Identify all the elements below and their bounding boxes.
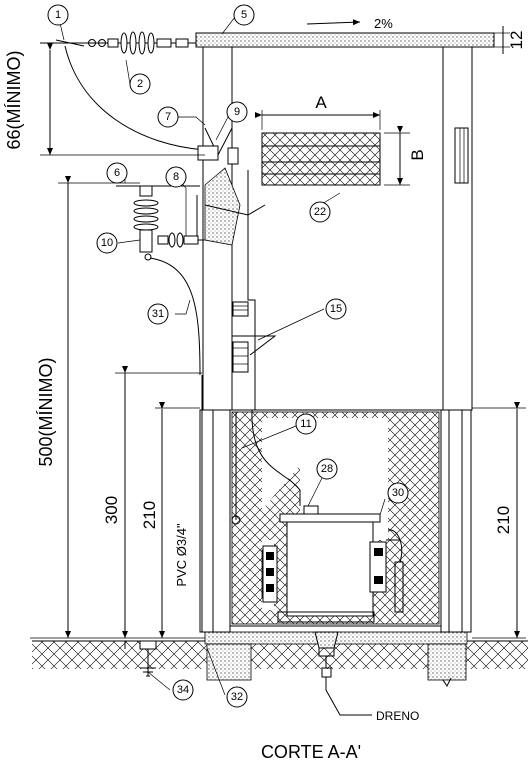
- svg-text:30: 30: [392, 487, 404, 499]
- svg-text:22: 22: [314, 206, 326, 218]
- walls: [199, 46, 473, 633]
- dim-210-left-label: 210: [140, 501, 159, 529]
- callout-28: 28: [316, 458, 338, 480]
- callout-31: 31: [147, 303, 169, 325]
- svg-text:34: 34: [177, 684, 189, 696]
- callout-1: 1: [47, 4, 69, 26]
- callout-32: 32: [226, 686, 248, 708]
- svg-text:1: 1: [55, 9, 61, 21]
- dim-210-right-label: 210: [494, 506, 513, 534]
- svg-text:7: 7: [165, 111, 171, 123]
- svg-text:10: 10: [101, 237, 113, 249]
- svg-text:15: 15: [330, 303, 342, 315]
- svg-text:32: 32: [231, 691, 243, 703]
- wall-bushing: [197, 120, 266, 246]
- svg-text:28: 28: [321, 463, 333, 475]
- callout-2: 2: [129, 73, 151, 95]
- callout-11: 11: [295, 413, 317, 435]
- section-title: CORTE A-A': [261, 742, 361, 762]
- svg-text:2: 2: [137, 78, 143, 90]
- pvc-label: PVC Ø3/4": [174, 523, 189, 587]
- ground: [32, 631, 528, 687]
- dimension-lines: [30, 26, 526, 639]
- leader-lines: [59, 16, 386, 696]
- callout-6: 6: [106, 162, 128, 184]
- drain: [314, 631, 372, 716]
- svg-text:6: 6: [114, 167, 120, 179]
- callout-30: 30: [387, 482, 409, 504]
- callout-10: 10: [96, 232, 118, 254]
- svg-text:31: 31: [152, 308, 164, 320]
- svg-text:5: 5: [241, 9, 247, 21]
- callout-8: 8: [165, 166, 187, 188]
- labels: 2% 12 66(MÍNIMO) 500(MÍNIMO) 300 210 210…: [4, 16, 526, 762]
- transformer: [262, 505, 404, 623]
- callout-15: 15: [325, 298, 347, 320]
- wall-brackets: [232, 301, 277, 373]
- dim-12-label: 12: [507, 31, 526, 50]
- dim-a-label: A: [315, 93, 327, 112]
- drain-label: DRENO: [376, 709, 419, 723]
- callout-7: 7: [157, 106, 179, 128]
- ventilation-grille: [255, 110, 410, 186]
- svg-text:8: 8: [173, 171, 179, 183]
- surge-arrester: [116, 185, 205, 261]
- callout-5: 5: [233, 4, 255, 26]
- svg-text:11: 11: [300, 418, 311, 430]
- dim-500-label: 500(MÍNIMO): [36, 357, 56, 466]
- dim-66-label: 66(MÍNIMO): [4, 51, 24, 150]
- svg-text:9: 9: [234, 106, 240, 118]
- callout-34: 34: [172, 679, 194, 701]
- callout-22: 22: [309, 201, 331, 223]
- dim-300-label: 300: [102, 496, 121, 524]
- cables: [64, 45, 403, 563]
- roof-slab: [195, 19, 495, 48]
- dim-b-label: B: [408, 149, 427, 160]
- grounding-rod: [124, 640, 205, 677]
- insulator-string: [40, 31, 196, 55]
- callout-9: 9: [226, 101, 248, 123]
- slope-label: 2%: [374, 16, 393, 31]
